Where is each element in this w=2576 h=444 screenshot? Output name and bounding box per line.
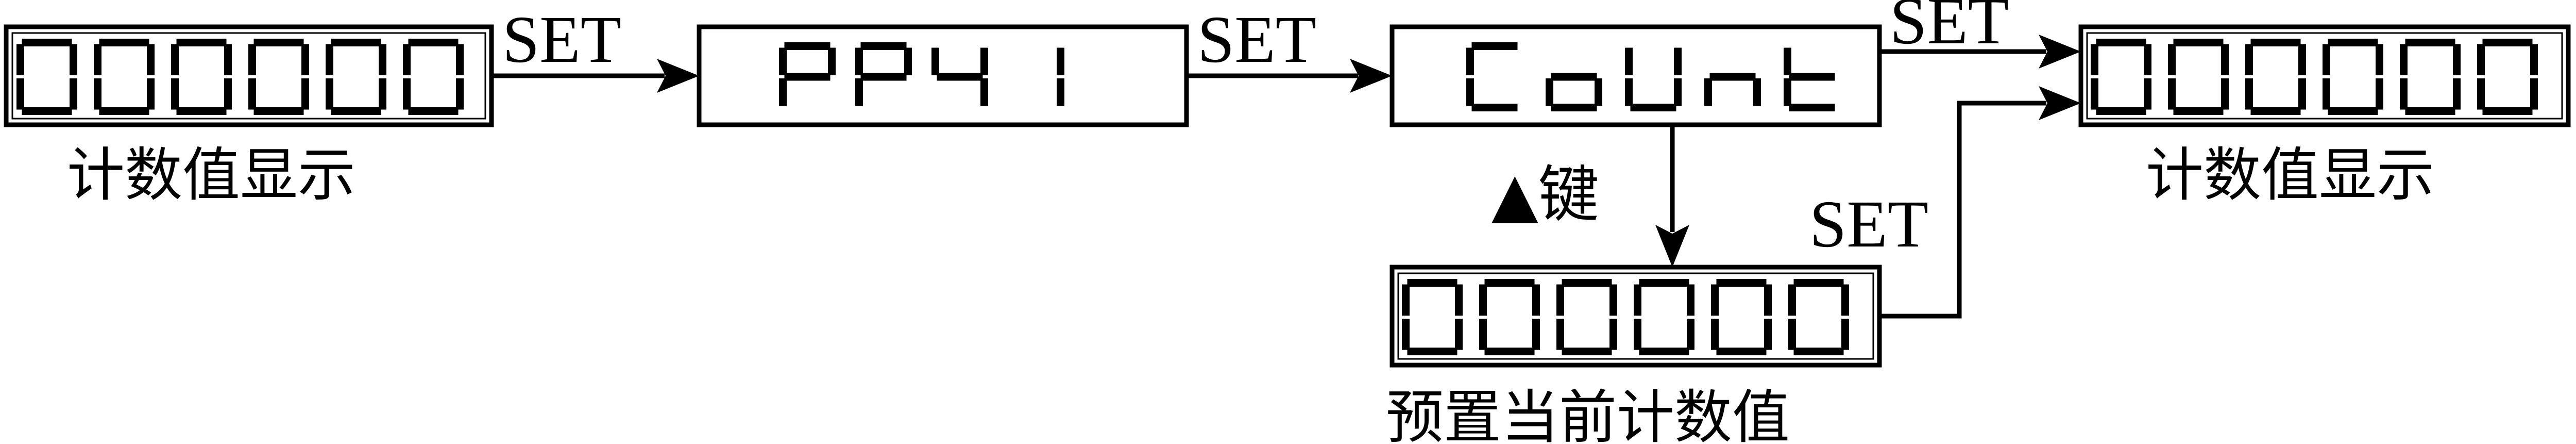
segment-char [326,39,386,115]
arrow-preset-to-display [1879,86,2081,319]
segment-char [1479,279,1540,355]
arrow-count-mode-to-display [1879,35,2081,69]
caption-preset: 预置当前计数值 [1386,384,1790,444]
segment-char [248,39,309,115]
caption-count-display: 计数值显示 [67,142,355,209]
caption-count-display: 计数值显示 [2146,142,2434,209]
count-display-1 [4,24,494,127]
segment-char [1466,42,1518,111]
up-key-label: ▲键 [1492,159,1599,230]
segment-char [403,39,464,115]
segment-char [2245,39,2306,115]
count-mode-display [1389,24,1882,127]
count-display-2 [2078,24,2571,127]
segment-char [1634,279,1694,355]
segment-char [1784,47,1835,111]
arrow-up-key-to-preset [1655,125,1689,267]
segment-char [2091,39,2151,115]
segment-char [94,39,155,115]
set-label: SET [502,3,621,77]
pp41-display [697,24,1189,127]
segment-char [16,39,77,115]
arrow-count-to-pp41 [492,59,699,93]
segment-char [2477,39,2538,115]
set-label: SET [1809,187,1928,261]
segment-char [855,42,912,106]
segment-char [1625,47,1682,111]
segment-char [2323,39,2383,115]
segment-char [1402,279,1463,355]
segment-char [171,39,232,115]
preset-display [1389,265,1882,368]
segment-char [931,47,988,106]
segment-char [1704,73,1761,106]
segment-char [1057,47,1064,106]
segment-char [1556,279,1617,355]
segment-char [2400,39,2461,115]
seven-seg-readout [2091,39,2538,115]
arrow-pp41-to-count-mode [1187,59,1392,93]
set-label: SET [1197,3,1316,77]
seven-seg-readout [1466,42,1835,111]
segment-char [779,42,836,106]
seven-seg-readout [16,39,464,115]
seven-seg-readout [779,42,1064,106]
set-label: SET [1890,0,2009,58]
segment-char [1788,279,1849,355]
segment-char [2168,39,2229,115]
seven-seg-readout [1402,279,1849,355]
segment-char [1711,279,1772,355]
segment-char [1546,73,1602,111]
